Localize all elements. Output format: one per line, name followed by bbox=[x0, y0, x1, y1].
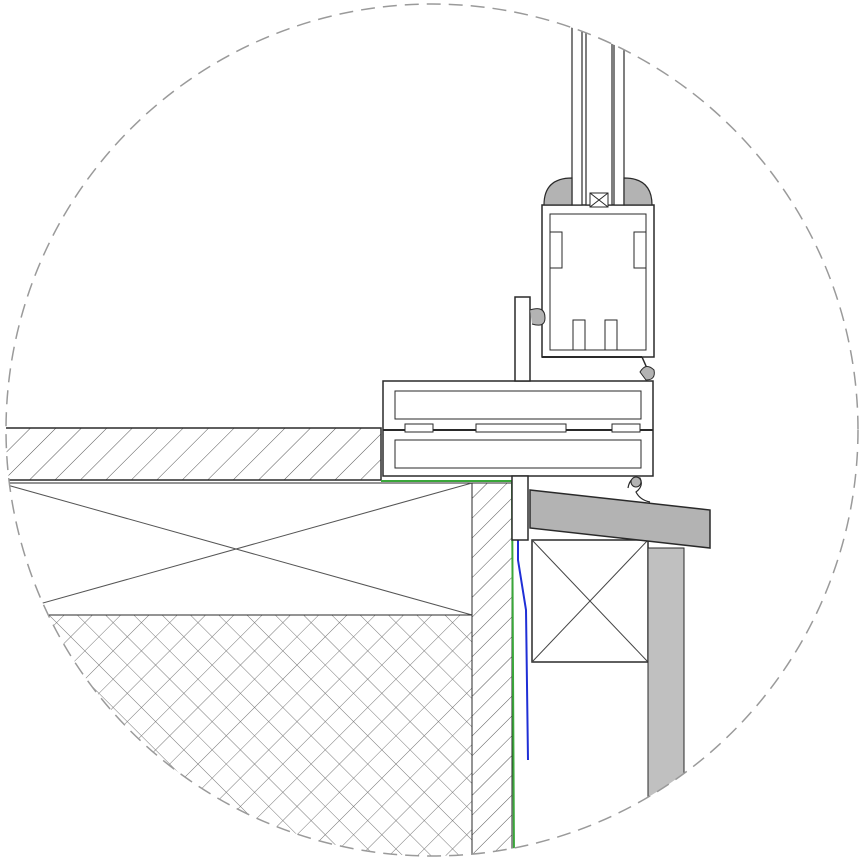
detail-boundary bbox=[5, 3, 859, 857]
seal-sill bbox=[627, 476, 651, 503]
insulation bbox=[6, 614, 473, 856]
timber-block bbox=[531, 539, 649, 663]
frame-profile bbox=[382, 296, 654, 541]
sash-profile bbox=[541, 204, 655, 376]
glazing-gasket-right bbox=[623, 177, 653, 206]
floor-finish bbox=[6, 427, 382, 481]
seal-sash-bottom bbox=[639, 366, 655, 381]
detail-content bbox=[6, 4, 711, 856]
glazing-gasket-left bbox=[543, 177, 573, 206]
cladding-board bbox=[647, 547, 685, 809]
seal-upstand bbox=[529, 308, 546, 326]
wall-layer bbox=[471, 482, 513, 856]
batten bbox=[6, 482, 473, 616]
window-sill bbox=[529, 489, 711, 549]
